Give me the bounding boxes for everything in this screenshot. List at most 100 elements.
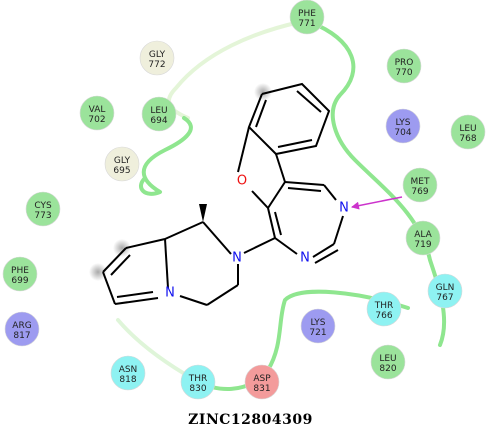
residue-number: 770	[395, 68, 412, 78]
residue-bubble	[244, 364, 280, 400]
residue-name: THR	[374, 301, 394, 311]
residue-bubble	[385, 108, 421, 144]
residue-bubble	[289, 0, 325, 35]
atom-label-oxygen: O	[237, 174, 247, 189]
residue-name: GLY	[149, 50, 166, 60]
residue-name: VAL	[89, 105, 106, 115]
residue-bubble	[25, 191, 61, 227]
atom-label-nitrogen: N	[232, 251, 242, 266]
solvent-blob-benzene	[254, 83, 272, 101]
benzene-ring	[247, 82, 331, 156]
solvent-blob-pyrrole-left	[89, 263, 107, 281]
pocket-line-gly772	[167, 20, 302, 120]
residue-bubble	[4, 311, 40, 347]
residue-number: 831	[253, 384, 270, 394]
residue-bubble	[141, 96, 177, 132]
residue-number: 818	[119, 375, 136, 385]
residue-bubble	[366, 291, 402, 327]
residue-bubble	[180, 364, 216, 400]
residue-number: 771	[298, 19, 315, 29]
residue-bubble	[427, 273, 463, 309]
residue-number: 820	[379, 364, 396, 374]
residue-name: ASN	[119, 365, 138, 375]
compound-caption: ZINC12804309	[188, 412, 313, 428]
residue-bubble	[386, 48, 422, 84]
residue-bubble	[300, 308, 336, 344]
residue-number: 769	[411, 187, 428, 197]
residue-bubble	[405, 220, 441, 256]
residue-number: 695	[113, 166, 130, 176]
residue-name: PRO	[395, 58, 414, 68]
residue-name: ASP	[253, 374, 271, 384]
residue-name: CYS	[34, 201, 52, 211]
residue-number: 694	[150, 116, 167, 126]
residue-name: LEU	[150, 106, 167, 116]
ligand-structure	[102, 82, 344, 306]
residue-name: ALA	[414, 230, 432, 240]
solvent-blob-pyrrole-top	[113, 239, 131, 257]
residue-name: LYS	[310, 318, 325, 328]
residue-name: LEU	[379, 354, 396, 364]
residue-name: MET	[411, 177, 430, 187]
atom-label-nitrogen: N	[165, 286, 175, 301]
atom-labels: O N N N N	[165, 174, 349, 301]
residue-number: 721	[309, 328, 326, 338]
residue-name: GLY	[114, 156, 131, 166]
residue-bubble	[110, 355, 146, 391]
atom-label-nitrogen: N	[300, 251, 310, 266]
residue-bubble	[79, 95, 115, 131]
hbond-arrow-met769	[351, 196, 403, 210]
residue-name: GLN	[436, 283, 455, 293]
residue-name: ARG	[12, 321, 31, 331]
residue-number: 768	[459, 134, 476, 144]
solvent-exposure	[89, 83, 272, 281]
residue-name: PHE	[11, 266, 29, 276]
residue-bubble	[370, 344, 406, 380]
residue-bubble	[104, 146, 140, 182]
residue-bubble	[450, 114, 486, 150]
residue-number: 772	[148, 60, 165, 70]
residue-number: 704	[394, 128, 411, 138]
residue-number: 699	[11, 276, 28, 286]
atom-label-nitrogen: N	[339, 201, 349, 216]
methyl-wedge	[199, 204, 207, 222]
residue-number: 817	[13, 331, 30, 341]
residue-bubble	[402, 167, 438, 203]
residue-number: 702	[88, 115, 105, 125]
pocket-line-bottom	[193, 289, 410, 391]
residue-number: 773	[34, 211, 51, 221]
residue-number: 719	[414, 240, 431, 250]
residue-bubble	[139, 40, 175, 76]
residue-name: THR	[188, 374, 208, 384]
residue-number: 830	[189, 384, 206, 394]
residue-name: LYS	[395, 118, 410, 128]
pocket-line-leu694	[139, 116, 193, 196]
residue-name: LEU	[459, 124, 476, 134]
residue-name: PHE	[298, 9, 316, 19]
residue-bubble	[2, 256, 38, 292]
residue-number: 766	[375, 311, 392, 321]
residue-number: 767	[436, 293, 453, 303]
